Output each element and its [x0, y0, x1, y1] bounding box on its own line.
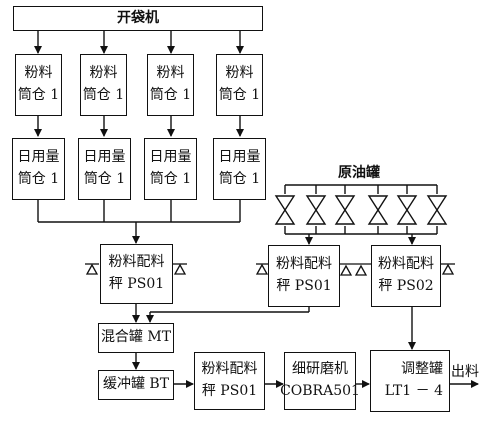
flow-lines: [34, 30, 479, 388]
load-cell-icon: [441, 263, 455, 275]
powder-silo-label: 粉料: [89, 65, 118, 82]
valve-icon: [367, 195, 389, 225]
batch-scale-ps01-right: 粉料配料 秤 PS01: [268, 245, 340, 307]
powder-silo-id: 筒仓 1: [149, 87, 192, 103]
powder-silo-label: 粉料: [156, 65, 185, 82]
mix-tank-box: 混合罐 MT: [98, 323, 174, 353]
crude-tank-label: 原油罐: [338, 165, 380, 181]
valve-icon: [426, 195, 448, 225]
fine-mill-model: COBRA501: [280, 383, 360, 399]
batch-scale-id: 秤 PS01: [276, 278, 332, 294]
daily-silo-3: 日用量 筒仓 1: [144, 138, 197, 200]
adjust-tank-box: 调整罐 LT1 － 4: [370, 350, 450, 412]
bag-opener-label: 开袋机: [117, 9, 159, 26]
powder-silo-label: 粉料: [225, 65, 254, 82]
batch-scale-id: 秤 PS01: [201, 383, 258, 399]
load-cell-icon: [339, 264, 353, 276]
batch-scale-ps01-left: 粉料配料 秤 PS01: [100, 244, 173, 304]
adjust-tank-id: LT1 － 4: [384, 383, 443, 399]
powder-silo-id: 筒仓 1: [218, 87, 261, 103]
load-cell-group: [85, 263, 455, 276]
daily-silo-label: 日用量: [218, 149, 261, 166]
fine-mill-label: 细研磨机: [292, 361, 348, 378]
output-label: 出料: [451, 364, 479, 380]
valve-icon: [334, 195, 356, 225]
powder-silo-id: 筒仓 1: [17, 87, 60, 103]
daily-silo-1: 日用量 筒仓 1: [12, 138, 65, 200]
daily-silo-label: 日用量: [83, 149, 126, 166]
fine-mill-box: 细研磨机 COBRA501: [280, 352, 360, 410]
batch-scale-id: 秤 PS02: [378, 278, 434, 294]
load-cell-icon: [255, 263, 269, 275]
daily-silo-id: 筒仓 1: [17, 171, 60, 187]
mix-tank-label: 混合罐 MT: [100, 329, 172, 346]
batch-scale-id: 秤 PS01: [108, 276, 165, 292]
batch-scale-ps01-bottom: 粉料配料 秤 PS01: [194, 352, 265, 410]
daily-silo-id: 筒仓 1: [83, 171, 126, 187]
buffer-tank-box: 缓冲罐 BT: [98, 370, 174, 400]
powder-silo-label: 粉料: [24, 65, 53, 82]
powder-silo-2: 粉料 筒仓 1: [80, 54, 127, 116]
valve-icon: [396, 195, 418, 225]
batch-scale-label: 粉料配料: [201, 361, 258, 378]
valve-icon: [274, 195, 296, 225]
daily-silo-label: 日用量: [149, 149, 192, 166]
daily-silo-id: 筒仓 1: [218, 171, 261, 187]
powder-silo-3: 粉料 筒仓 1: [147, 54, 194, 116]
load-cell-icon: [354, 264, 368, 276]
daily-silo-id: 筒仓 1: [149, 171, 192, 187]
powder-silo-1: 粉料 筒仓 1: [15, 54, 62, 116]
batch-scale-ps02: 粉料配料 秤 PS02: [371, 245, 441, 307]
adjust-tank-label: 调整罐: [401, 361, 443, 378]
valve-group: [274, 195, 448, 225]
batch-scale-label: 粉料配料: [108, 254, 165, 271]
load-cell-icon: [85, 263, 99, 275]
daily-silo-label: 日用量: [17, 149, 60, 166]
batch-scale-label: 粉料配料: [276, 256, 332, 273]
powder-silo-id: 筒仓 1: [82, 87, 125, 103]
daily-silo-4: 日用量 筒仓 1: [213, 138, 266, 200]
bag-opener-box: 开袋机: [13, 6, 263, 31]
daily-silo-2: 日用量 筒仓 1: [78, 138, 131, 200]
valve-icon: [305, 195, 327, 225]
buffer-tank-label: 缓冲罐 BT: [102, 376, 170, 393]
load-cell-icon: [173, 263, 187, 275]
powder-silo-4: 粉料 筒仓 1: [216, 54, 263, 116]
batch-scale-label: 粉料配料: [378, 256, 434, 273]
